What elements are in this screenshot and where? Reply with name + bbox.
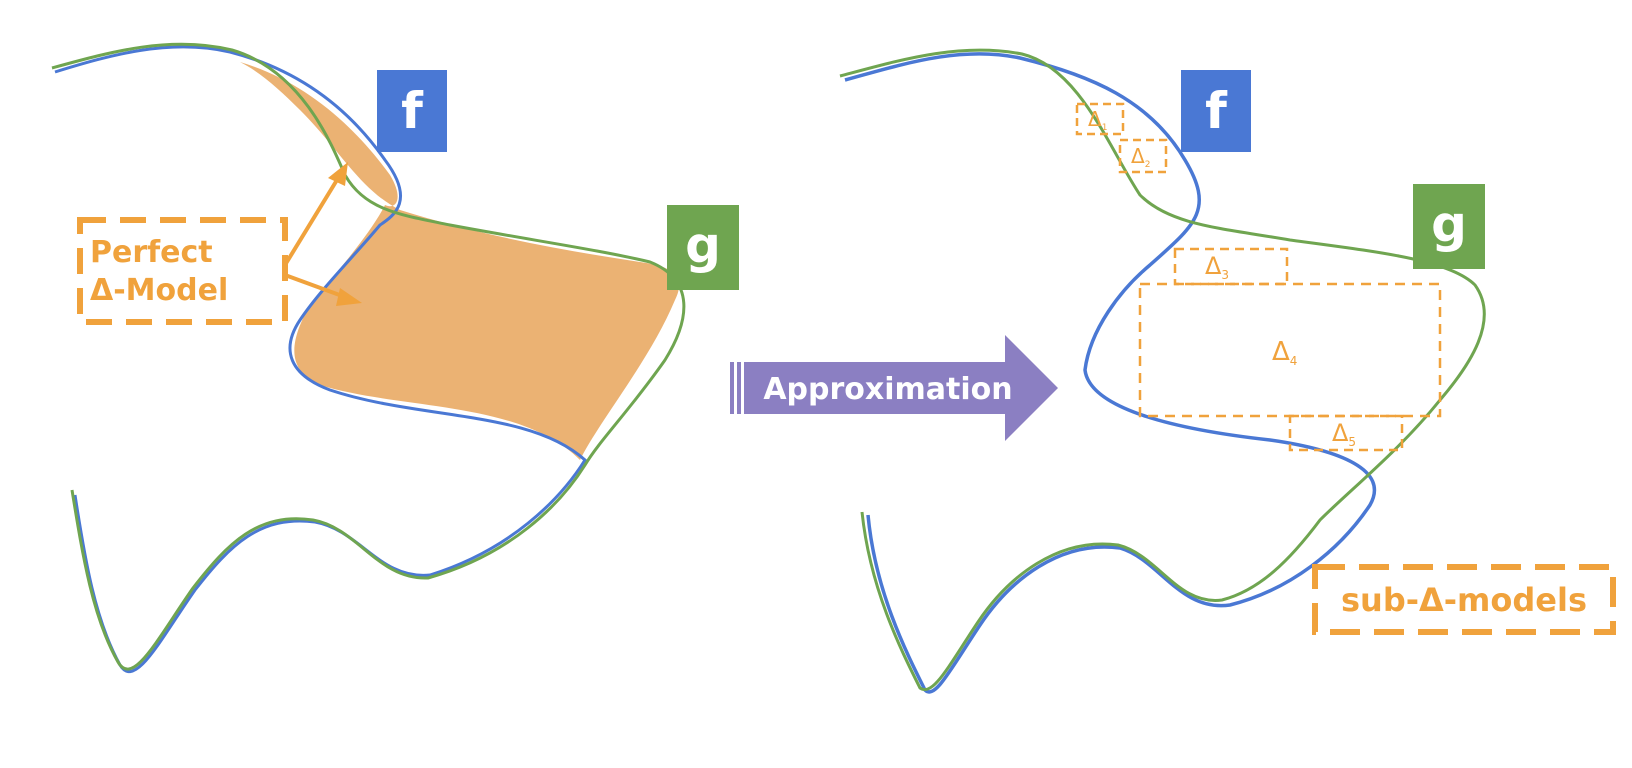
arrow-body (744, 335, 1058, 441)
f-badge-right (1181, 70, 1251, 152)
f-badge-left (377, 70, 447, 152)
arrow-stripe-2 (737, 362, 741, 414)
perfect-label-line1: Perfect (90, 235, 213, 270)
delta-label-3: Δ3 (1205, 252, 1229, 282)
g-curve-right (839, 48, 1486, 692)
delta-label-4: Δ4 (1272, 337, 1297, 368)
pointer-arrowhead-right (336, 288, 362, 306)
arrow-stripe-1 (730, 362, 734, 414)
perfect-delta-model-box (77, 217, 288, 325)
pointer-arrowhead-up (328, 162, 348, 186)
f-curve-right (844, 52, 1377, 694)
delta-box-5 (1288, 414, 1404, 452)
left-panel: f g Perfect Δ-Model (51, 42, 739, 673)
delta-label-5: Δ5 (1332, 419, 1356, 449)
delta-label-2: Δ2 (1131, 144, 1150, 170)
approximation-label: Approximation (763, 372, 1012, 407)
approximation-arrow: Approximation (730, 335, 1058, 441)
sub-delta-models-box (1312, 564, 1616, 635)
g-label-left: g (685, 216, 721, 274)
pointer-arrow-up (283, 173, 342, 267)
g-badge-right (1413, 184, 1485, 269)
delta-box-1 (1075, 102, 1125, 136)
right-panel: f g Δ1 Δ2 Δ3 Δ4 Δ5 sub-Δ-models (839, 48, 1616, 694)
f-label-right: f (1205, 82, 1228, 140)
delta-box-3 (1173, 247, 1289, 286)
pointer-arrow-right (284, 273, 346, 299)
g-badge-left (667, 205, 739, 290)
g-label-right: g (1431, 195, 1467, 253)
perfect-label-line2: Δ-Model (90, 273, 228, 308)
perfect-delta-region (240, 62, 680, 460)
f-label-left: f (401, 82, 424, 140)
sub-delta-models-label: sub-Δ-models (1341, 581, 1587, 619)
delta-label-1: Δ1 (1088, 107, 1107, 133)
g-curve-left (51, 42, 686, 671)
f-curve-left (54, 45, 587, 673)
delta-box-4 (1138, 282, 1442, 418)
